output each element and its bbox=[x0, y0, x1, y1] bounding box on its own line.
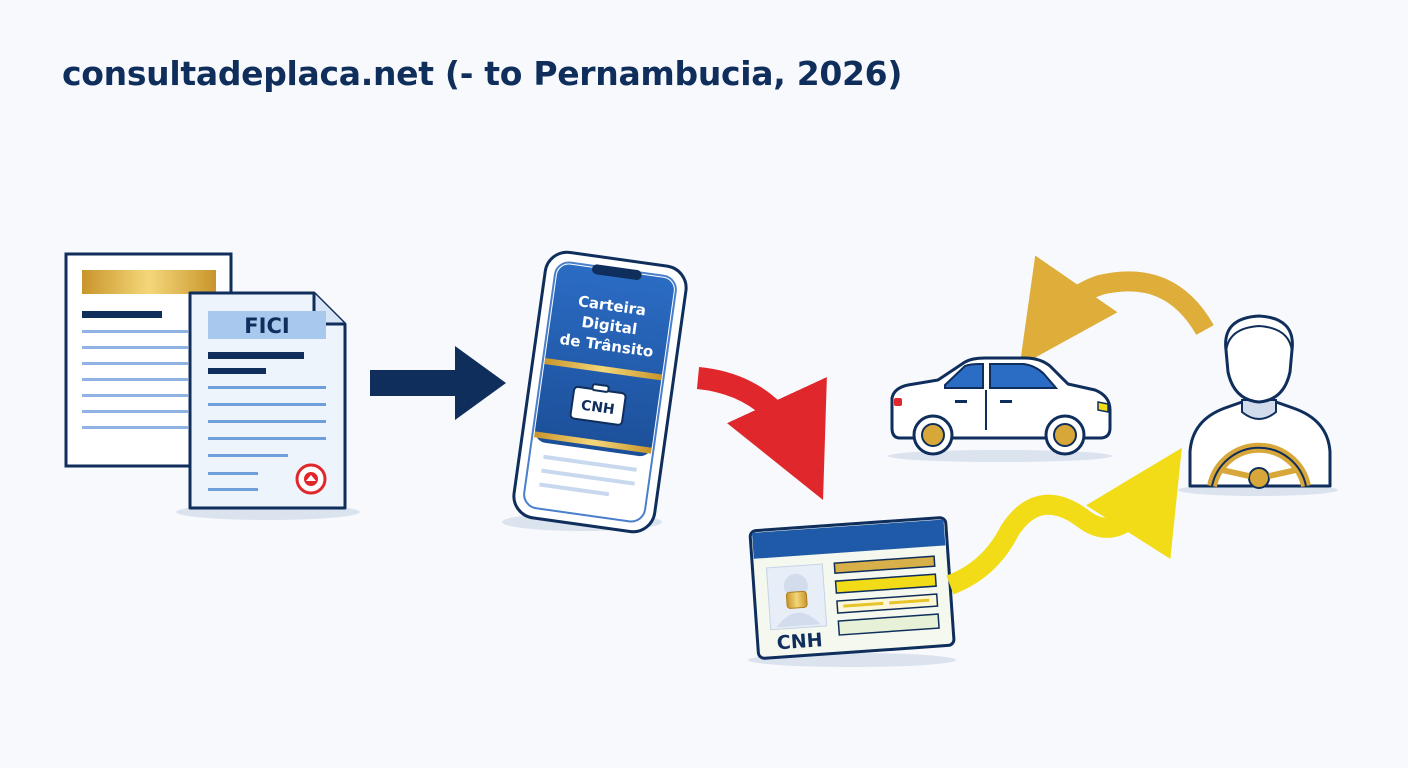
front-document: FICI bbox=[188, 291, 347, 510]
back-document bbox=[64, 252, 233, 468]
arrow-right-icon bbox=[370, 346, 506, 420]
yellow-curved-arrow-icon bbox=[946, 447, 1182, 595]
rear-wheel bbox=[1044, 414, 1086, 456]
license-card-label: CNH bbox=[776, 629, 823, 654]
phone-icon: Carteira Digital de Trânsito CNH bbox=[502, 250, 688, 534]
photo-placeholder bbox=[765, 563, 828, 631]
red-curved-arrow-icon bbox=[696, 367, 827, 500]
steering-wheel-icon bbox=[1207, 442, 1311, 489]
document-label: FICI bbox=[244, 314, 289, 338]
cnh-badge: CNH bbox=[569, 383, 627, 426]
documents-icon: FICI bbox=[64, 252, 360, 520]
car-icon bbox=[888, 356, 1112, 462]
license-card-icon: CNH bbox=[748, 516, 956, 667]
driver-icon bbox=[1178, 314, 1338, 496]
gold-curved-arrow-icon bbox=[1019, 255, 1214, 367]
seal-icon bbox=[295, 463, 327, 495]
front-wheel bbox=[912, 414, 954, 456]
page-title: consultadeplaca.net (- to Pernambucia, 2… bbox=[62, 54, 903, 93]
phone-badge-label: CNH bbox=[580, 398, 616, 419]
